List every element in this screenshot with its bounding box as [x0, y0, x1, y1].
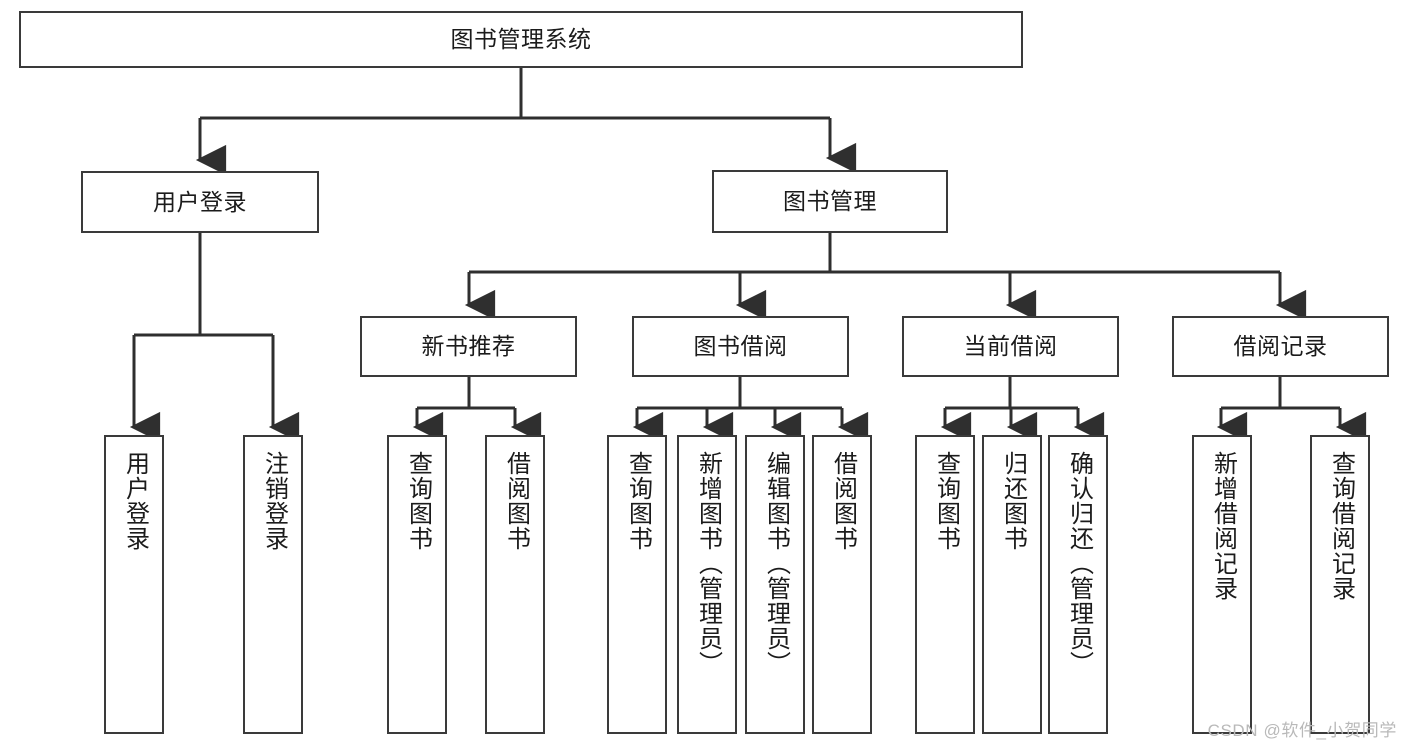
node-label: 确认归还（管理员）	[1065, 451, 1093, 676]
node-new-book-recommend[interactable]: 新书推荐	[360, 316, 577, 377]
watermark-text: CSDN @软件_小贺同学	[1207, 721, 1397, 740]
node-label: 用户登录	[153, 188, 247, 215]
node-borrow-record[interactable]: 借阅记录	[1172, 316, 1389, 377]
node-label: 借阅图书	[829, 451, 857, 551]
node-label: 注销登录	[260, 451, 288, 551]
node-label: 归还图书	[999, 451, 1027, 551]
leaf-current-borrow-confirm-return[interactable]: 确认归还（管理员）	[1048, 435, 1108, 734]
node-label: 用户登录	[121, 451, 149, 551]
leaf-borrow-record-add[interactable]: 新增借阅记录	[1192, 435, 1252, 734]
node-label: 查询图书	[932, 451, 960, 551]
node-label: 图书借阅	[693, 333, 788, 360]
node-label: 查询图书	[404, 451, 432, 551]
leaf-borrow-record-query[interactable]: 查询借阅记录	[1310, 435, 1370, 734]
node-label: 查询图书	[624, 451, 652, 551]
node-label: 新增借阅记录	[1209, 451, 1237, 601]
node-label: 图书管理	[783, 188, 877, 215]
node-user-login[interactable]: 用户登录	[81, 171, 319, 233]
leaf-current-borrow-query[interactable]: 查询图书	[915, 435, 975, 734]
leaf-book-borrow-edit[interactable]: 编辑图书（管理员）	[745, 435, 805, 734]
node-root-system[interactable]: 图书管理系统	[19, 11, 1023, 68]
leaf-user-login-login[interactable]: 用户登录	[104, 435, 164, 734]
node-label: 编辑图书（管理员）	[762, 451, 790, 676]
node-label: 当前借阅	[963, 333, 1058, 360]
node-label: 借阅图书	[502, 451, 530, 551]
leaf-book-borrow-query[interactable]: 查询图书	[607, 435, 667, 734]
node-label: 新增图书（管理员）	[694, 451, 722, 676]
leaf-user-login-logout[interactable]: 注销登录	[243, 435, 303, 734]
leaf-book-borrow-borrow[interactable]: 借阅图书	[812, 435, 872, 734]
node-label: 新书推荐	[421, 333, 516, 360]
leaf-book-borrow-add[interactable]: 新增图书（管理员）	[677, 435, 737, 734]
node-label: 查询借阅记录	[1327, 451, 1355, 601]
node-label: 图书管理系统	[450, 26, 592, 53]
leaf-new-book-query[interactable]: 查询图书	[387, 435, 447, 734]
leaf-new-book-borrow[interactable]: 借阅图书	[485, 435, 545, 734]
leaf-current-borrow-return[interactable]: 归还图书	[982, 435, 1042, 734]
node-book-management[interactable]: 图书管理	[712, 170, 948, 233]
node-book-borrow[interactable]: 图书借阅	[632, 316, 849, 377]
node-label: 借阅记录	[1233, 333, 1328, 360]
node-current-borrow[interactable]: 当前借阅	[902, 316, 1119, 377]
